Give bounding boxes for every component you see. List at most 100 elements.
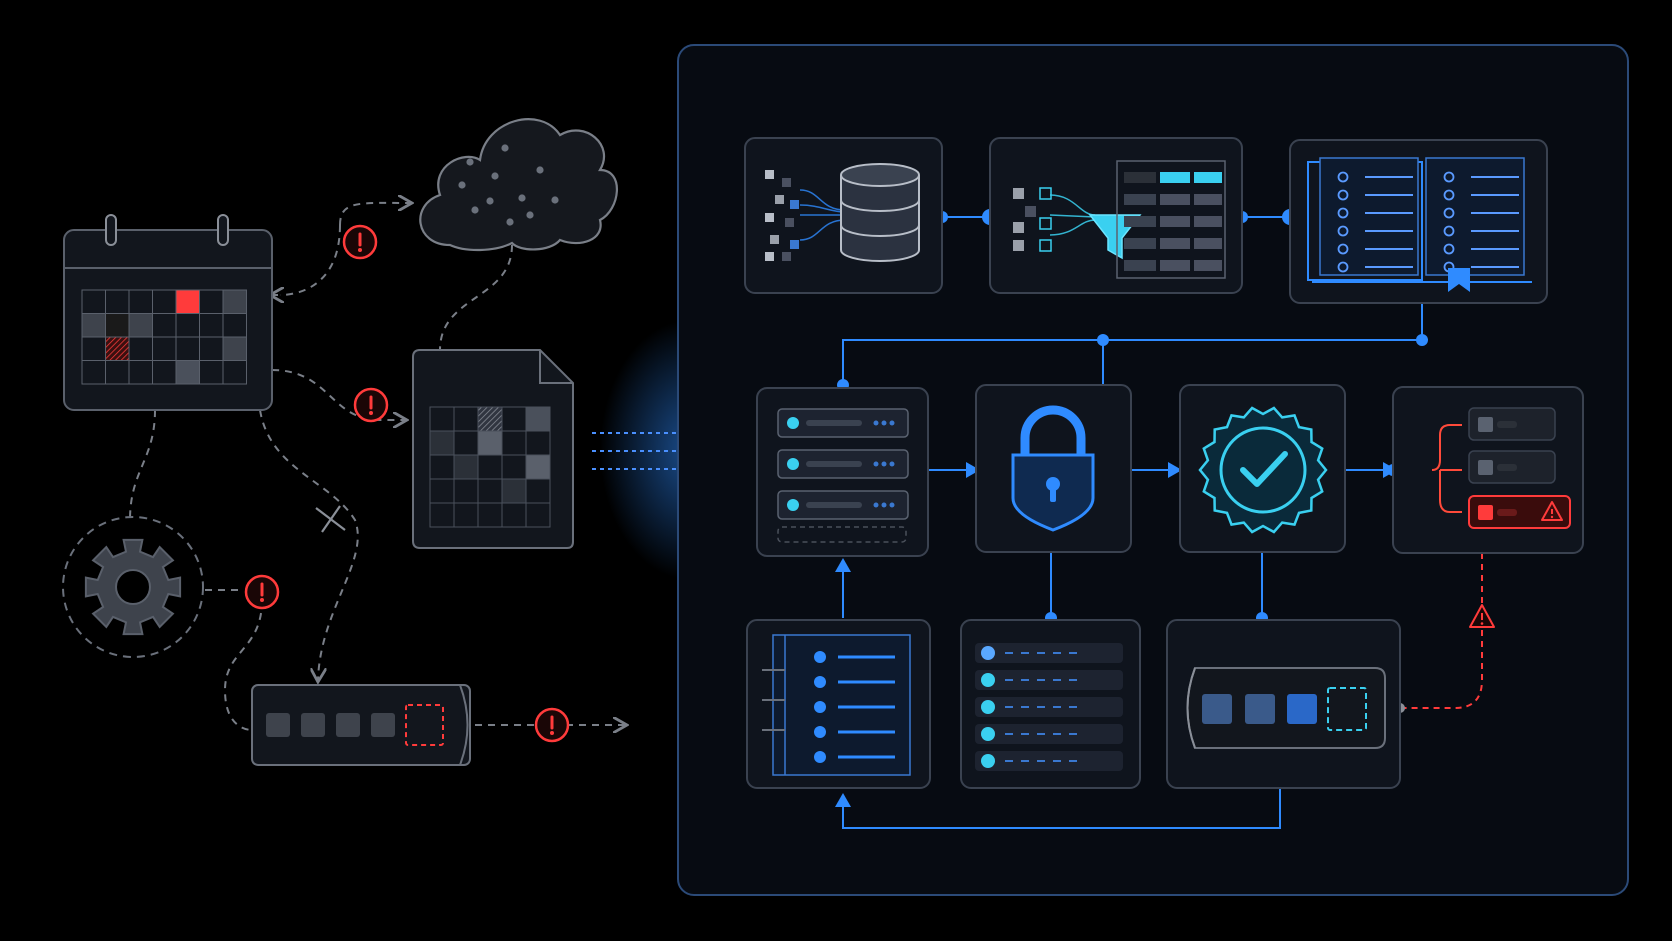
calendar-grid: [81, 289, 247, 385]
calendar-cell: [175, 289, 200, 314]
document-cell: [501, 406, 527, 432]
calendar-icon: [63, 214, 273, 411]
row-dot: [873, 461, 879, 467]
validation-card: [1179, 384, 1346, 553]
record-dot: [981, 673, 995, 687]
document-cell: [429, 430, 455, 456]
gear-icon: [62, 516, 204, 658]
cloud-particle: [486, 197, 494, 205]
row-bar: [806, 461, 862, 467]
cloud-particle: [526, 211, 534, 219]
bullet: [1337, 225, 1349, 237]
data-pixel: [770, 235, 779, 244]
bullet: [814, 726, 826, 738]
table-cell: [1160, 172, 1190, 183]
data-pixel: [790, 200, 799, 209]
error-alerts: [244, 224, 570, 743]
server-list-icon: [777, 408, 909, 520]
table-cell: [1194, 172, 1222, 183]
calendar-cell: [81, 313, 106, 338]
record-row: [975, 697, 1123, 717]
cloud-particle: [501, 144, 509, 152]
calendar-cell: [199, 313, 224, 338]
row-dot: [889, 420, 895, 426]
bullet: [814, 751, 826, 763]
document-cell: [501, 430, 527, 456]
status-led: [787, 499, 799, 511]
bullet: [1337, 243, 1349, 255]
record-dot: [981, 646, 995, 660]
data-pixel: [765, 170, 774, 179]
document-cell: [477, 478, 503, 504]
document-cell: [525, 454, 551, 480]
document-cell: [453, 430, 479, 456]
row-bar: [806, 502, 862, 508]
calendar-cell: [128, 360, 153, 385]
record-dot: [981, 754, 995, 768]
pipeline-panel: [677, 44, 1629, 896]
branch-icon: [1431, 424, 1462, 513]
record-dot: [981, 727, 995, 741]
cloud-particle: [536, 166, 544, 174]
document-cell: [477, 430, 503, 456]
document-cell: [477, 454, 503, 480]
bullet: [1443, 207, 1455, 219]
open-book-icon: [1307, 157, 1532, 292]
data-pixel: [1013, 188, 1024, 199]
data-pixel: [765, 252, 774, 261]
lock-shield-icon: [1011, 405, 1095, 532]
document-grid-icon: [412, 349, 574, 549]
calendar-cell: [222, 336, 247, 361]
record-row: [975, 724, 1123, 744]
table-cell: [1160, 194, 1190, 205]
calendar-cell: [199, 336, 224, 361]
document-cell: [525, 406, 551, 432]
warning-triangle-icon: [1541, 501, 1563, 521]
calendar-cell: [81, 360, 106, 385]
calendar-cell: [128, 289, 153, 314]
messy-connectors: [129, 203, 625, 730]
calendar-cell: [152, 336, 177, 361]
bullet: [814, 676, 826, 688]
data-pixel: [775, 195, 784, 204]
record-dot: [981, 700, 995, 714]
queue-icon: [1186, 667, 1386, 749]
calendar-cell: [81, 289, 106, 314]
data-pixel: [782, 252, 791, 261]
gear-hole: [115, 569, 151, 605]
calendar-cell: [222, 313, 247, 338]
document-cell: [429, 502, 455, 528]
cloud-icon: [419, 118, 618, 252]
calendar-cell: [152, 360, 177, 385]
document-cell: [501, 478, 527, 504]
record-row: [975, 643, 1123, 663]
data-pixel: [1013, 240, 1024, 251]
database-icon: [840, 163, 920, 262]
cloud-particle: [458, 181, 466, 189]
filter-card: [989, 137, 1243, 294]
table-cell: [1124, 238, 1156, 249]
calendar-cell: [81, 336, 106, 361]
table-cell: [1160, 260, 1190, 271]
calendar-cell: [199, 360, 224, 385]
status-led: [787, 458, 799, 470]
ingest-card: [744, 137, 943, 294]
document-cell: [453, 502, 479, 528]
document-cell: [453, 454, 479, 480]
document-cell: [525, 430, 551, 456]
data-pixels: [1013, 187, 1052, 252]
table-cell: [1160, 238, 1190, 249]
document-cell: [429, 406, 455, 432]
checklist-icon: [762, 634, 911, 776]
bullet: [1443, 225, 1455, 237]
data-pixel: [1039, 239, 1052, 252]
bullet: [814, 701, 826, 713]
document-cell: [453, 406, 479, 432]
cloud-particle: [471, 206, 479, 214]
error-icon: [244, 574, 280, 610]
cloud-particle: [551, 196, 559, 204]
data-pixel: [1025, 206, 1036, 217]
cloud-particles: [458, 144, 559, 226]
document-cell: [429, 478, 455, 504]
